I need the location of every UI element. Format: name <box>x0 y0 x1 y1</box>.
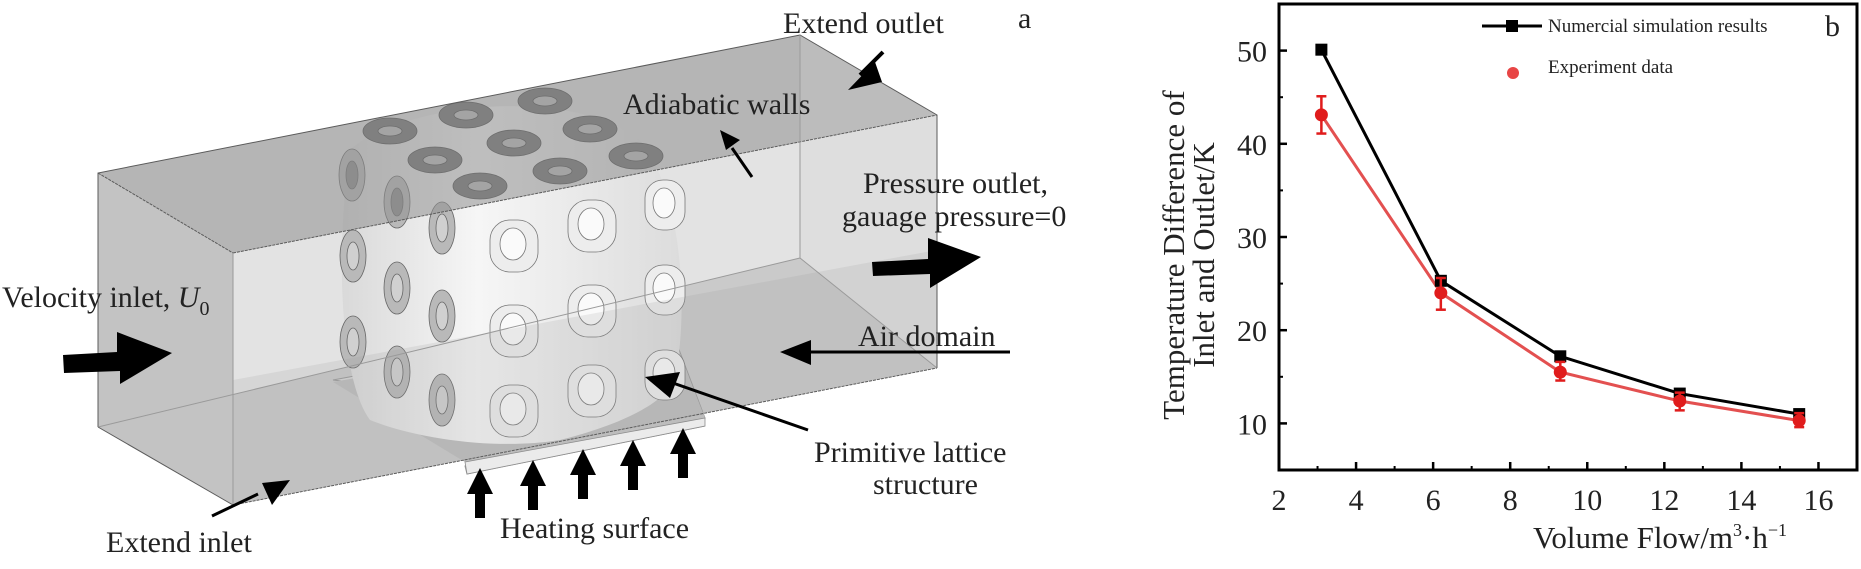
schematic-svg: Extend outlet a Adiabatic walls Pressure… <box>2 2 1066 559</box>
box-front-lower-face <box>233 250 937 505</box>
chart-series <box>1314 43 1806 429</box>
y-tick-label: 10 <box>1237 408 1267 441</box>
x-tick-label: 10 <box>1572 484 1602 517</box>
adiabatic-walls-arrow-icon <box>720 130 740 150</box>
velocity-inlet-arrow-icon <box>63 332 172 384</box>
x-tick-label: 8 <box>1503 484 1518 517</box>
air-domain-arrow-icon <box>780 340 811 365</box>
y-tick-label: 40 <box>1237 129 1267 162</box>
x-axis-label: Volume Flow/m3·h−1 <box>1533 520 1787 555</box>
label-extend-inlet: Extend inlet <box>106 526 252 559</box>
box-top-face <box>98 35 937 253</box>
chart-svg: 2 4 6 8 10 12 14 16 10 20 30 40 50 Temperature Diffe… <box>1156 2 1859 555</box>
x-tick-label: 6 <box>1426 484 1441 517</box>
legend-label-simulation: Numercial simulation results <box>1548 16 1768 37</box>
extend-inlet-arrow-icon <box>262 480 290 505</box>
y-axis-label-line2: Inlet and Outlet/K <box>1186 142 1221 368</box>
panel-a-label: a <box>1018 2 1031 35</box>
box-edges <box>97 34 938 506</box>
y-axis-label: Temperature Difference of Inlet and Outl… <box>1156 90 1221 420</box>
experiment-point <box>1314 108 1328 122</box>
label-extend-outlet: Extend outlet <box>783 7 944 40</box>
primitive-lattice-arrow-icon <box>645 372 680 398</box>
heating-arrow-icon <box>670 428 696 478</box>
heating-plate-edge <box>464 417 706 475</box>
box-right-face <box>800 35 937 368</box>
heating-arrow-icon <box>620 440 646 490</box>
experiment-point <box>1434 286 1448 300</box>
label-velocity-inlet: Velocity inlet, U0 <box>2 281 209 320</box>
heating-arrow-icon <box>570 449 596 499</box>
arrows <box>63 50 1010 518</box>
heating-arrow-icon <box>467 468 493 518</box>
x-tick-label: 16 <box>1803 484 1833 517</box>
label-primitive-2: structure <box>873 468 978 501</box>
panel-b-label: b <box>1825 10 1840 43</box>
legend-marker-simulation <box>1506 20 1518 32</box>
y-tick-label: 30 <box>1237 222 1267 255</box>
heating-arrows <box>467 428 696 518</box>
y-axis-label-line1: Temperature Difference of <box>1156 90 1191 420</box>
box-left-face <box>98 173 233 505</box>
chart-axes: 2 4 6 8 10 12 14 16 10 20 30 40 50 <box>1237 2 1859 517</box>
legend-label-experiment: Experiment data <box>1548 57 1674 78</box>
legend-marker-experiment <box>1507 67 1519 79</box>
experiment-point <box>1673 394 1687 408</box>
label-adiabatic-walls: Adiabatic walls <box>623 88 810 121</box>
experiment-point <box>1553 365 1567 379</box>
y-tick-label: 20 <box>1237 315 1267 348</box>
label-pressure-outlet-2: gauage pressure=0 <box>842 200 1066 233</box>
y-tick-label: 50 <box>1237 36 1267 69</box>
simulation-point <box>1315 43 1328 56</box>
label-primitive-1: Primitive lattice <box>814 436 1006 469</box>
experiment-point <box>1792 414 1806 428</box>
x-tick-label: 12 <box>1649 484 1679 517</box>
panel-b-chart: 2 4 6 8 10 12 14 16 10 20 30 40 50 Temperature Diffe… <box>1140 0 1861 564</box>
extend-outlet-arrow-icon <box>848 62 882 90</box>
x-tick-label: 2 <box>1272 484 1287 517</box>
heating-arrow-icon <box>520 460 546 510</box>
label-air-domain: Air domain <box>858 320 995 353</box>
label-pressure-outlet-1: Pressure outlet, <box>863 167 1048 200</box>
label-heating-surface: Heating surface <box>500 512 689 545</box>
simulation-point <box>1554 350 1567 363</box>
pressure-outlet-arrow-icon <box>872 238 981 288</box>
legend: Numercial simulation results Experiment … <box>1482 16 1768 79</box>
panel-a-schematic: Extend outlet a Adiabatic walls Pressure… <box>2 2 1066 559</box>
x-tick-label: 4 <box>1349 484 1364 517</box>
x-tick-label: 14 <box>1726 484 1756 517</box>
